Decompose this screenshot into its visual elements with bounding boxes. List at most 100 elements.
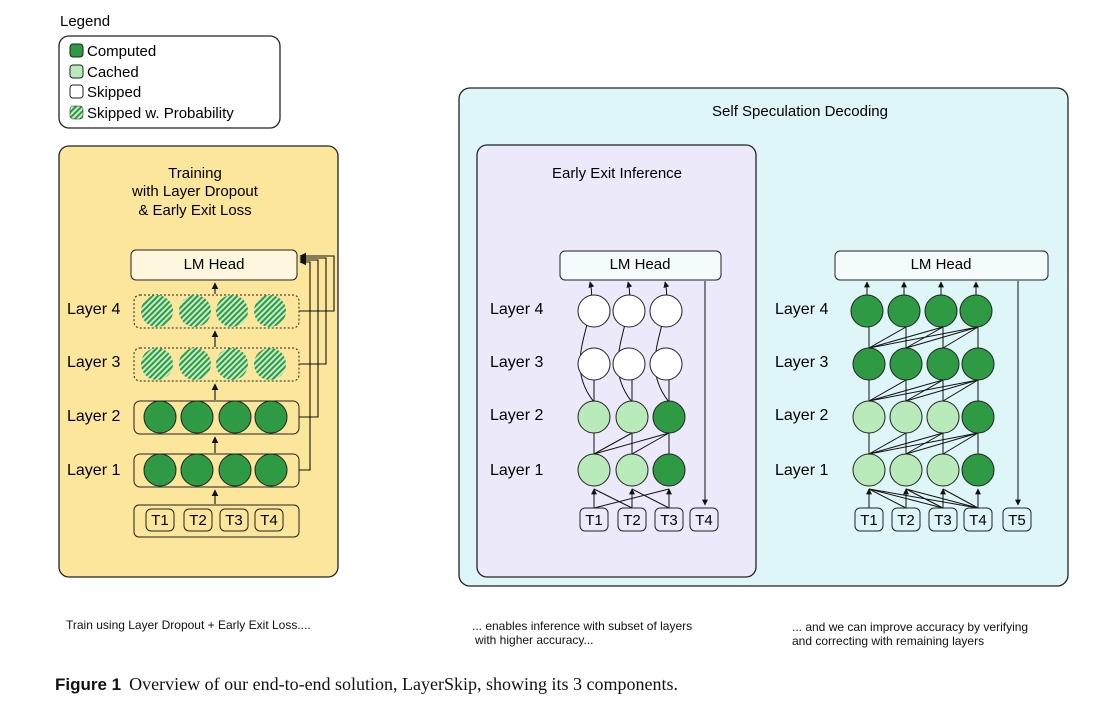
legend: Legend Computed Cached Skipped Skipped w…: [58, 13, 281, 129]
verification-layer-2-node: [852, 400, 886, 434]
verification-lm-head-label: LM Head: [911, 256, 972, 273]
verification-token-box: [963, 507, 993, 532]
training-layer-2-node: [143, 400, 177, 434]
self-speculation-title: Self Speculation Decoding: [712, 103, 888, 120]
legend-label-skipped-probability: Skipped w. Probability: [87, 105, 234, 122]
training-token-label: T1: [151, 512, 169, 529]
verification-layer-4-label: Layer 4: [775, 301, 828, 318]
verification-layer-1-node: [961, 453, 995, 487]
early-exit-layer-4-node: [577, 294, 611, 328]
early-exit-layer-1-node: [652, 453, 686, 487]
early-exit-token-box: [579, 507, 609, 532]
early-exit-layer-2-node: [615, 400, 649, 434]
training-layer-1-node: [218, 453, 252, 487]
training-token-box: [145, 508, 175, 532]
inference-note: ... enables inference with subset of lay…: [472, 619, 692, 647]
verification-layer-3-node: [926, 347, 960, 381]
legend-label-skipped: Skipped: [87, 84, 141, 101]
legend-label-computed: Computed: [87, 43, 156, 60]
early-exit-layer-2-node: [577, 400, 611, 434]
training-lm-head: [130, 249, 298, 281]
verification-layer-4-node: [924, 294, 958, 328]
early-exit-layer-4-label: Layer 4: [490, 301, 543, 318]
verification-token-box: [854, 507, 884, 532]
training-layer-3-node: [216, 348, 248, 380]
verification-layer-4-node: [887, 294, 921, 328]
training-token-box: [219, 508, 249, 532]
early-exit-layer-4-node: [612, 294, 646, 328]
inference-note-line-1: ... enables inference with subset of lay…: [472, 619, 693, 633]
early-exit-token-box: [689, 507, 719, 532]
training-title-line-2: with Layer Dropout: [131, 183, 259, 200]
verification-token-box: [891, 507, 921, 532]
training-token-row: [133, 504, 300, 538]
training-layer-4-label: Layer 4: [67, 301, 120, 318]
training-layer-3-label: Layer 3: [67, 354, 120, 371]
verify-note: ... and we can improve accuracy by verif…: [792, 620, 1028, 648]
training-layer-1-node: [143, 453, 177, 487]
verification-lm-head: [834, 250, 1049, 281]
legend-label-cached: Cached: [87, 64, 139, 81]
early-exit-layer-1-node: [615, 453, 649, 487]
verify-note-line-2: and correcting with remaining layers: [792, 634, 985, 648]
verification-layer-1-node: [852, 453, 886, 487]
verification-token-label: T3: [934, 512, 952, 529]
verification-layer-1-node: [889, 453, 923, 487]
verify-note-line-1: ... and we can improve accuracy by verif…: [792, 620, 1029, 634]
training-lm-head-label: LM Head: [184, 256, 245, 273]
verification-layer-2-label: Layer 2: [775, 407, 828, 424]
inference-note-line-2: with higher accuracy...: [475, 633, 594, 647]
training-layer-1-label: Layer 1: [67, 462, 120, 479]
figure-caption-text: Overview of our end-to-end solution, Lay…: [129, 674, 679, 694]
verification-layer-1-node: [926, 453, 960, 487]
training-layer-4-node: [179, 295, 211, 327]
training-token-box: [254, 508, 284, 532]
early-exit-lm-head: [559, 250, 722, 281]
verification-layer-2-node: [961, 400, 995, 434]
training-layer-1-node: [180, 453, 214, 487]
early-exit-layer-3-node: [612, 347, 646, 381]
early-exit-layer-3-node: [577, 347, 611, 381]
early-exit-layer-2-label: Layer 2: [490, 407, 543, 424]
early-exit-token-box: [617, 507, 647, 532]
training-layer-4-node: [254, 295, 286, 327]
training-token-label: T4: [260, 512, 278, 529]
early-exit-lm-head-label: LM Head: [610, 256, 671, 273]
self-speculation-panel: Self Speculation Decoding Early Exit Inf…: [458, 87, 1069, 587]
training-panel: Training with Layer Dropout & Early Exit…: [58, 145, 339, 578]
early-exit-layer-2-node: [652, 400, 686, 434]
legend-box: [58, 35, 281, 129]
training-layer-2-label: Layer 2: [67, 408, 120, 425]
early-exit-layer-1-node: [577, 453, 611, 487]
verification-layer-1-label: Layer 1: [775, 462, 828, 479]
verification-token-box: [928, 507, 958, 532]
training-title-line-3: & Early Exit Loss: [138, 202, 251, 219]
early-exit-token-label: T4: [695, 512, 713, 529]
verification-token-label: T2: [897, 512, 915, 529]
training-note: Train using Layer Dropout + Early Exit L…: [66, 618, 311, 632]
early-exit-layer-3-node: [649, 347, 683, 381]
verification-layer-4-node: [850, 294, 884, 328]
early-exit-layer-1-label: Layer 1: [490, 462, 543, 479]
early-exit-title: Early Exit Inference: [552, 165, 682, 182]
training-layer-3-node: [141, 348, 173, 380]
training-token-label: T2: [189, 512, 207, 529]
training-layer-2-node: [254, 400, 288, 434]
training-token-label: T3: [225, 512, 243, 529]
training-layer-3-node: [179, 348, 211, 380]
training-layer-3-node: [254, 348, 286, 380]
early-exit-layer-3-label: Layer 3: [490, 354, 543, 371]
legend-swatch-cached: [69, 64, 84, 79]
training-layer-2-node: [218, 400, 252, 434]
training-layer-2-node: [180, 400, 214, 434]
verification-connections: [864, 281, 1021, 509]
verification-token-label: T1: [860, 512, 878, 529]
legend-swatch-skipped: [69, 84, 84, 99]
verification-token-box: [1002, 507, 1032, 532]
verification-token-label: T4: [969, 512, 987, 529]
legend-title: Legend: [60, 13, 110, 30]
verification-token-label: T5: [1008, 512, 1026, 529]
early-exit-token-label: T3: [660, 512, 678, 529]
